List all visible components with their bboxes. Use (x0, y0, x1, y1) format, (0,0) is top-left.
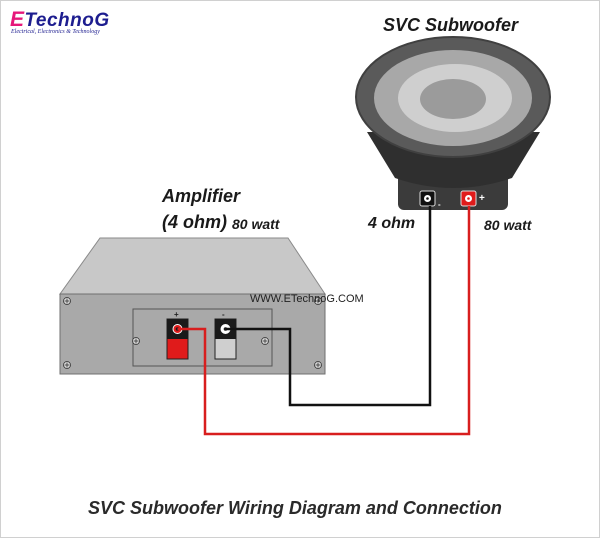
negative-wire (225, 206, 432, 407)
subwoofer-dust-cap (420, 79, 486, 119)
amplifier-positive-terminal (166, 318, 189, 360)
screw-icon (63, 297, 71, 305)
positive-wire (177, 206, 471, 436)
screw-icon (261, 337, 269, 345)
amplifier-front-panel (59, 293, 326, 375)
screw-icon (314, 297, 322, 305)
amplifier-impedance: (4 ohm) (162, 212, 227, 232)
screw-icon (314, 361, 322, 369)
amplifier-power: 80 watt (232, 216, 280, 232)
logo-name: TechnoG (24, 10, 110, 31)
subwoofer-positive-terminal (460, 190, 477, 207)
logo: ETechnoG (10, 8, 110, 32)
logo-tagline: Electrical, Electronics & Technology (11, 29, 100, 35)
subwoofer-power: 80 watt (484, 217, 532, 233)
subwoofer-title: SVC Subwoofer (383, 15, 519, 35)
amplifier-negative-terminal (214, 318, 237, 360)
website-url: WWW.ETechnoG.COM (250, 293, 364, 305)
subwoofer-icon (355, 36, 551, 210)
amplifier-icon (59, 237, 326, 375)
amplifier-minus-label: - (222, 310, 225, 319)
subwoofer-plus-label: + (479, 193, 485, 204)
subwoofer-impedance: 4 ohm (368, 215, 416, 232)
diagram-caption: SVC Subwoofer Wiring Diagram and Connect… (88, 498, 502, 518)
amplifier-terminal-plate (132, 308, 273, 367)
subwoofer-negative-terminal (419, 190, 436, 207)
screw-icon (63, 361, 71, 369)
amplifier-plus-label: + (174, 310, 179, 319)
amplifier-top (59, 237, 326, 295)
logo-first-letter: E (10, 8, 25, 31)
subwoofer-minus-label: - (438, 200, 441, 209)
screw-icon (132, 337, 140, 345)
amplifier-title: Amplifier (162, 186, 241, 206)
